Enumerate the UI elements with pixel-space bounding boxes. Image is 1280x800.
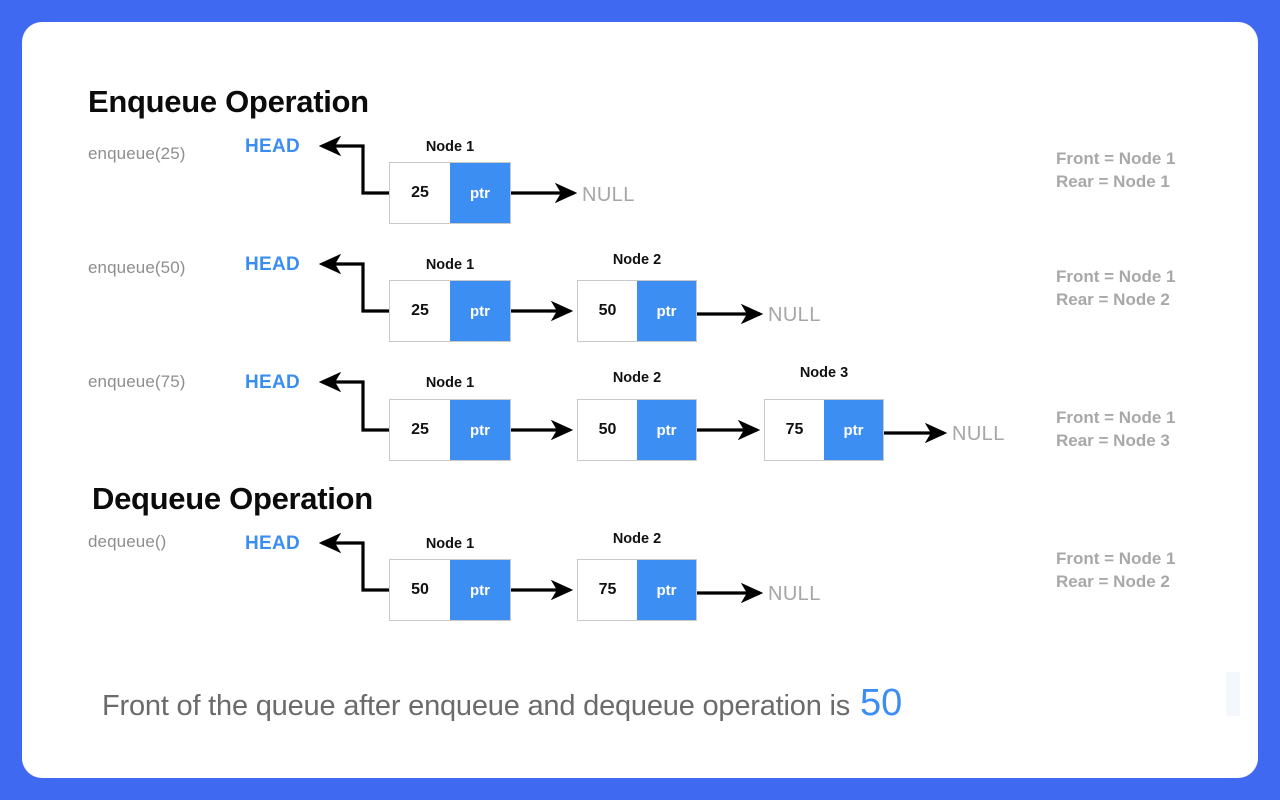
summary-caption: Front of the queue after enqueue and deq… [102,682,902,725]
null-label-row-4: NULL [768,583,821,605]
op-label-enqueue-25: enqueue(25) [88,144,186,163]
head-label-row-4: HEAD [245,533,301,554]
node-r2-n1: 25 ptr [389,280,511,342]
node-r4-n1: 50 ptr [389,559,511,621]
node-pointer-r3-n1: ptr [450,400,510,460]
null-label-row-1: NULL [582,184,635,206]
node-value-r4-n2: 75 [578,560,637,620]
node-r1-n1: 25 ptr [389,162,511,224]
op-label-enqueue-50: enqueue(50) [88,258,186,277]
node-r3-n3: 75 ptr [764,399,884,461]
null-label-row-2: NULL [768,304,821,326]
node-value-r1-n1: 25 [390,163,450,223]
null-label-row-3: NULL [952,423,1005,445]
state-label-row-1: Front = Node 1 Rear = Node 1 [1056,149,1176,191]
node-pointer-r4-n2: ptr [637,560,696,620]
head-label-row-2: HEAD [245,254,301,275]
node-pointer-r1-n1: ptr [450,163,510,223]
summary-answer-value: 50 [860,682,903,724]
state-label-row-2: Front = Node 1 Rear = Node 2 [1056,267,1176,309]
state-label-row-4: Front = Node 1 Rear = Node 2 [1056,549,1176,591]
decorative-accent-bar [1226,672,1240,716]
node-caption-r4-n2: Node 2 [612,531,662,547]
node-caption-r3-n1: Node 1 [425,375,475,391]
head-label-row-1: HEAD [245,136,301,157]
node-value-r2-n2: 50 [578,281,637,341]
node-r3-n2: 50 ptr [577,399,697,461]
node-r2-n2: 50 ptr [577,280,697,342]
diagram-stage: Enqueue Operation enqueue(25) HEAD Node … [22,22,1258,778]
node-r4-n2: 75 ptr [577,559,697,621]
node-value-r4-n1: 50 [390,560,450,620]
node-caption-r1-n1: Node 1 [425,139,475,155]
node-value-r3-n3: 75 [765,400,824,460]
enqueue-section-heading: Enqueue Operation [88,84,369,119]
head-pointer-arrow-row-2 [318,253,389,313]
node-caption-r3-n2: Node 2 [612,370,662,386]
node-pointer-r4-n1: ptr [450,560,510,620]
head-label-row-3: HEAD [245,372,301,393]
node-pointer-r2-n2: ptr [637,281,696,341]
diagram-card: Enqueue Operation enqueue(25) HEAD Node … [22,22,1258,778]
node-r3-n1: 25 ptr [389,399,511,461]
op-label-enqueue-75: enqueue(75) [88,372,186,391]
head-pointer-arrow-row-4 [318,532,389,592]
node-caption-r2-n2: Node 2 [612,252,662,268]
head-pointer-arrow-row-1 [318,135,389,195]
dequeue-section-heading: Dequeue Operation [92,481,373,516]
node-pointer-r2-n1: ptr [450,281,510,341]
op-label-dequeue: dequeue() [88,532,167,551]
node-pointer-r3-n3: ptr [824,400,883,460]
node-caption-r2-n1: Node 1 [425,257,475,273]
node-value-r2-n1: 25 [390,281,450,341]
node-value-r3-n2: 50 [578,400,637,460]
node-caption-r3-n3: Node 3 [799,365,849,381]
node-pointer-r3-n2: ptr [637,400,696,460]
summary-caption-text: Front of the queue after enqueue and deq… [102,690,851,722]
head-pointer-arrow-row-3 [318,371,389,432]
state-label-row-3: Front = Node 1 Rear = Node 3 [1056,408,1176,450]
node-value-r3-n1: 25 [390,400,450,460]
node-caption-r4-n1: Node 1 [425,536,475,552]
